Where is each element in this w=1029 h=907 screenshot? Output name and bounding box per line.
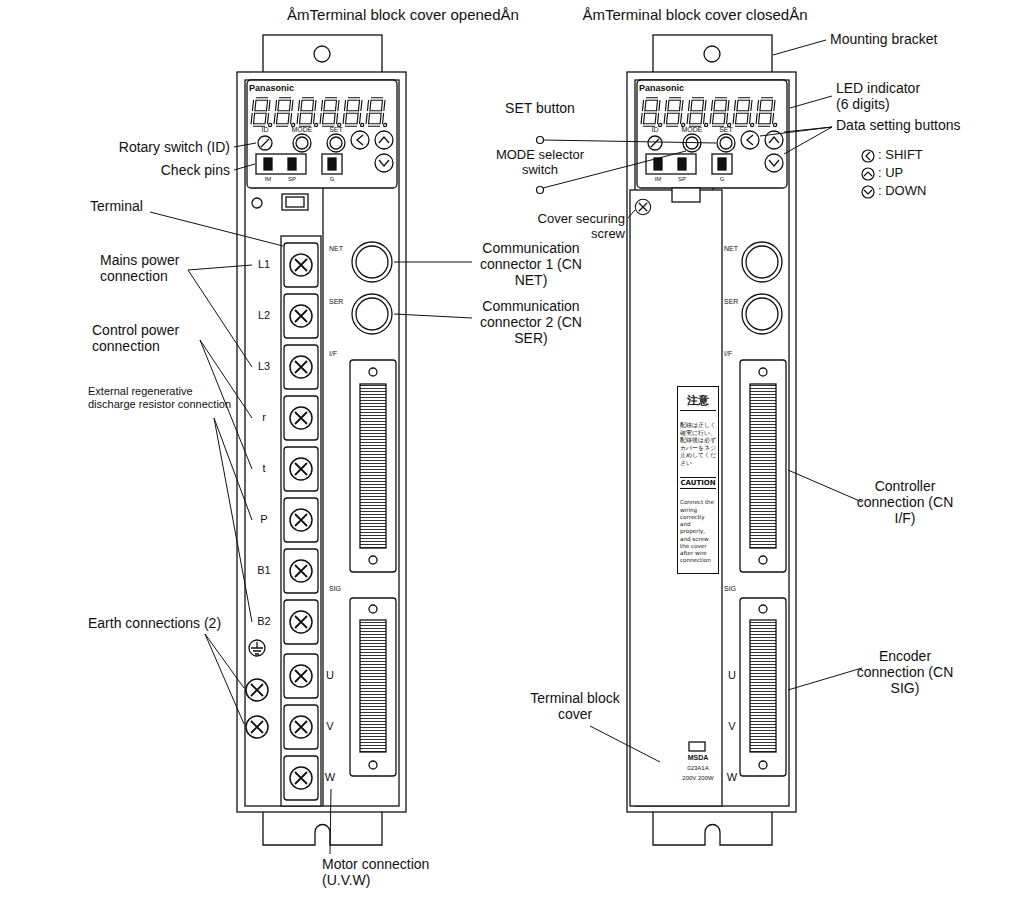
device-marking: t [250,462,278,475]
device-marking: I/F [329,350,349,358]
device-marking: SP [285,176,299,183]
callout-label: Controller connection (CN I/F) [850,478,960,526]
callout-label: : SHIFT [878,148,978,163]
callout-label: MODE selector switch [488,148,592,178]
callout-label: : DOWN [878,184,978,199]
callout-label: Mains power connection [100,252,200,284]
callout-label: Cover securing screw [520,212,625,242]
device-marking: SIG [724,585,742,593]
callout-label: Communication connector 2 (CN SER) [476,298,586,346]
callout-label: Control power connection [92,322,222,354]
view-heading: ÅmTerminal block cover closedÅn [535,6,855,23]
device-marking: B1 [250,564,278,577]
caution-text: 注意 [680,395,716,411]
callout-label: Terminal [90,198,170,214]
device-marking: MODE [680,126,704,134]
callout-label: : UP [878,166,978,181]
device-marking: 023A1A [678,765,718,772]
caution-text: Connect the wiring correctly and properl… [680,499,716,564]
device-marking: U [322,669,338,682]
device-marking: SER [329,298,349,306]
callout-label: SET button [505,100,575,116]
device-marking: SIG [329,585,349,593]
device-marking: SP [675,176,689,183]
device-marking: IM [651,176,665,183]
device-marking: L3 [250,360,278,373]
callout-label: Terminal block cover [525,690,625,722]
callout-label: Earth connections (2) [88,615,253,631]
device-marking: L2 [250,309,278,322]
callout-label: Communication connector 1 (CN NET) [476,240,586,288]
device-marking: 200V 200W [668,775,728,782]
callout-label: Motor connection (U.V.W) [322,856,462,888]
device-marking: ID [645,126,665,134]
device-marking: Panasonic [639,83,695,93]
device-marking: B2 [250,615,278,628]
device-marking: U [724,669,740,682]
callout-label: LED indicator (6 digits) [836,80,936,112]
device-marking: P [250,513,278,526]
device-marking: SER [724,298,742,306]
caution-text: 配線は正しく確実に行い、配線後は必ずカバーをネジ止めしてください [680,421,716,466]
device-marking: MODE [290,126,314,134]
device-marking: I/F [724,350,742,358]
callout-label: Mounting bracket [830,31,1020,47]
device-marking: SET [714,126,738,134]
leader-lines [150,40,862,854]
callout-label: Encoder connection (CN SIG) [850,648,960,696]
device-marking: SET [324,126,348,134]
device-marking: Panasonic [249,83,305,93]
device-marking: r [250,411,278,424]
device-marking: W [322,771,338,784]
callout-label: Data setting buttons [836,117,1021,133]
device-marking: G [715,176,729,183]
device-marking: MSDA [678,754,718,762]
caution-text: CAUTION [680,477,716,489]
device-marking: ID [255,126,275,134]
device-marking: G [325,176,339,183]
device-marking: NET [329,245,349,253]
device-marking: NET [724,245,742,253]
callout-label: Check pins [40,162,230,178]
device-marking: V [724,720,740,733]
device-marking: IM [261,176,275,183]
callout-label: External regenerative discharge resistor… [88,385,233,410]
device-marking: W [724,771,740,784]
device-marking: L1 [250,258,278,271]
device-marking: V [322,720,338,733]
view-heading: ÅmTerminal block cover openedÅn [243,6,563,23]
caution-label: 注意配線は正しく確実に行い、配線後は必ずカバーをネジ止めしてください CAUTIO… [677,386,719,574]
callout-label: Rotary switch (ID) [40,139,230,155]
